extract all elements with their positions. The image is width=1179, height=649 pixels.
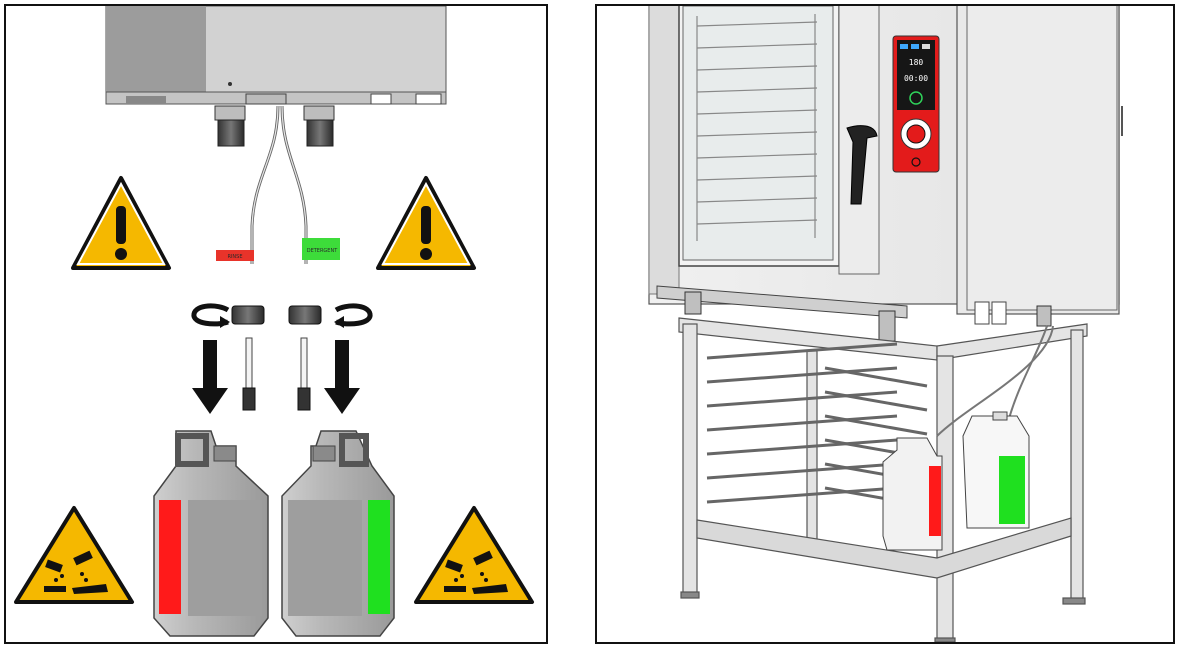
power-icon[interactable]: [911, 157, 921, 167]
canister-green: [281, 430, 395, 637]
rotate-right-icon: [334, 303, 373, 328]
left-instruction-panel: RINSE DETERGENT: [4, 4, 548, 644]
stand-hoses: [936, 325, 1054, 437]
canister-green-label: [368, 500, 390, 614]
cap-right: [288, 305, 322, 325]
hose-tag-red-text: RINSE: [227, 254, 242, 260]
warning-triangle-icon-right: [376, 176, 476, 270]
canister-green-installed: [962, 411, 1030, 529]
right-installation-panel: 180 00:00: [595, 4, 1175, 644]
tray-runners: [706, 342, 928, 508]
canister-red-installed: [882, 437, 943, 551]
canister-red-installed-label: [929, 466, 941, 536]
hose-tag-green-text: DETERGENT: [307, 248, 338, 254]
corrosive-hazard-icon-left: [14, 506, 134, 604]
canister-red-label: [159, 500, 181, 614]
cap-left: [231, 305, 265, 325]
arrow-down-icon-left: [192, 340, 228, 414]
oven-port-right: [303, 105, 335, 147]
oven-base: [656, 285, 1052, 342]
oven-stand: [678, 317, 1088, 642]
display-temperature: 180: [909, 58, 924, 67]
oven-port-left: [214, 105, 246, 147]
suction-tube-left: [242, 337, 256, 411]
display-time: 00:00: [904, 74, 928, 83]
oven-underside: [105, 6, 447, 105]
suction-tube-right: [297, 337, 311, 411]
canister-red: [153, 430, 269, 637]
oven-side: [966, 6, 1123, 325]
hoses: [250, 105, 308, 264]
corrosive-hazard-icon-right: [414, 506, 534, 604]
control-panel: 180 00:00: [892, 35, 940, 173]
arrow-down-icon-right: [324, 340, 360, 414]
hose-tag-red: RINSE: [216, 250, 254, 261]
warning-triangle-icon-left: [71, 176, 171, 270]
hose-tag-green: DETERGENT: [302, 238, 340, 260]
rotate-left-icon: [191, 303, 230, 328]
canister-green-installed-label: [999, 456, 1025, 524]
door-handle[interactable]: [846, 125, 878, 205]
